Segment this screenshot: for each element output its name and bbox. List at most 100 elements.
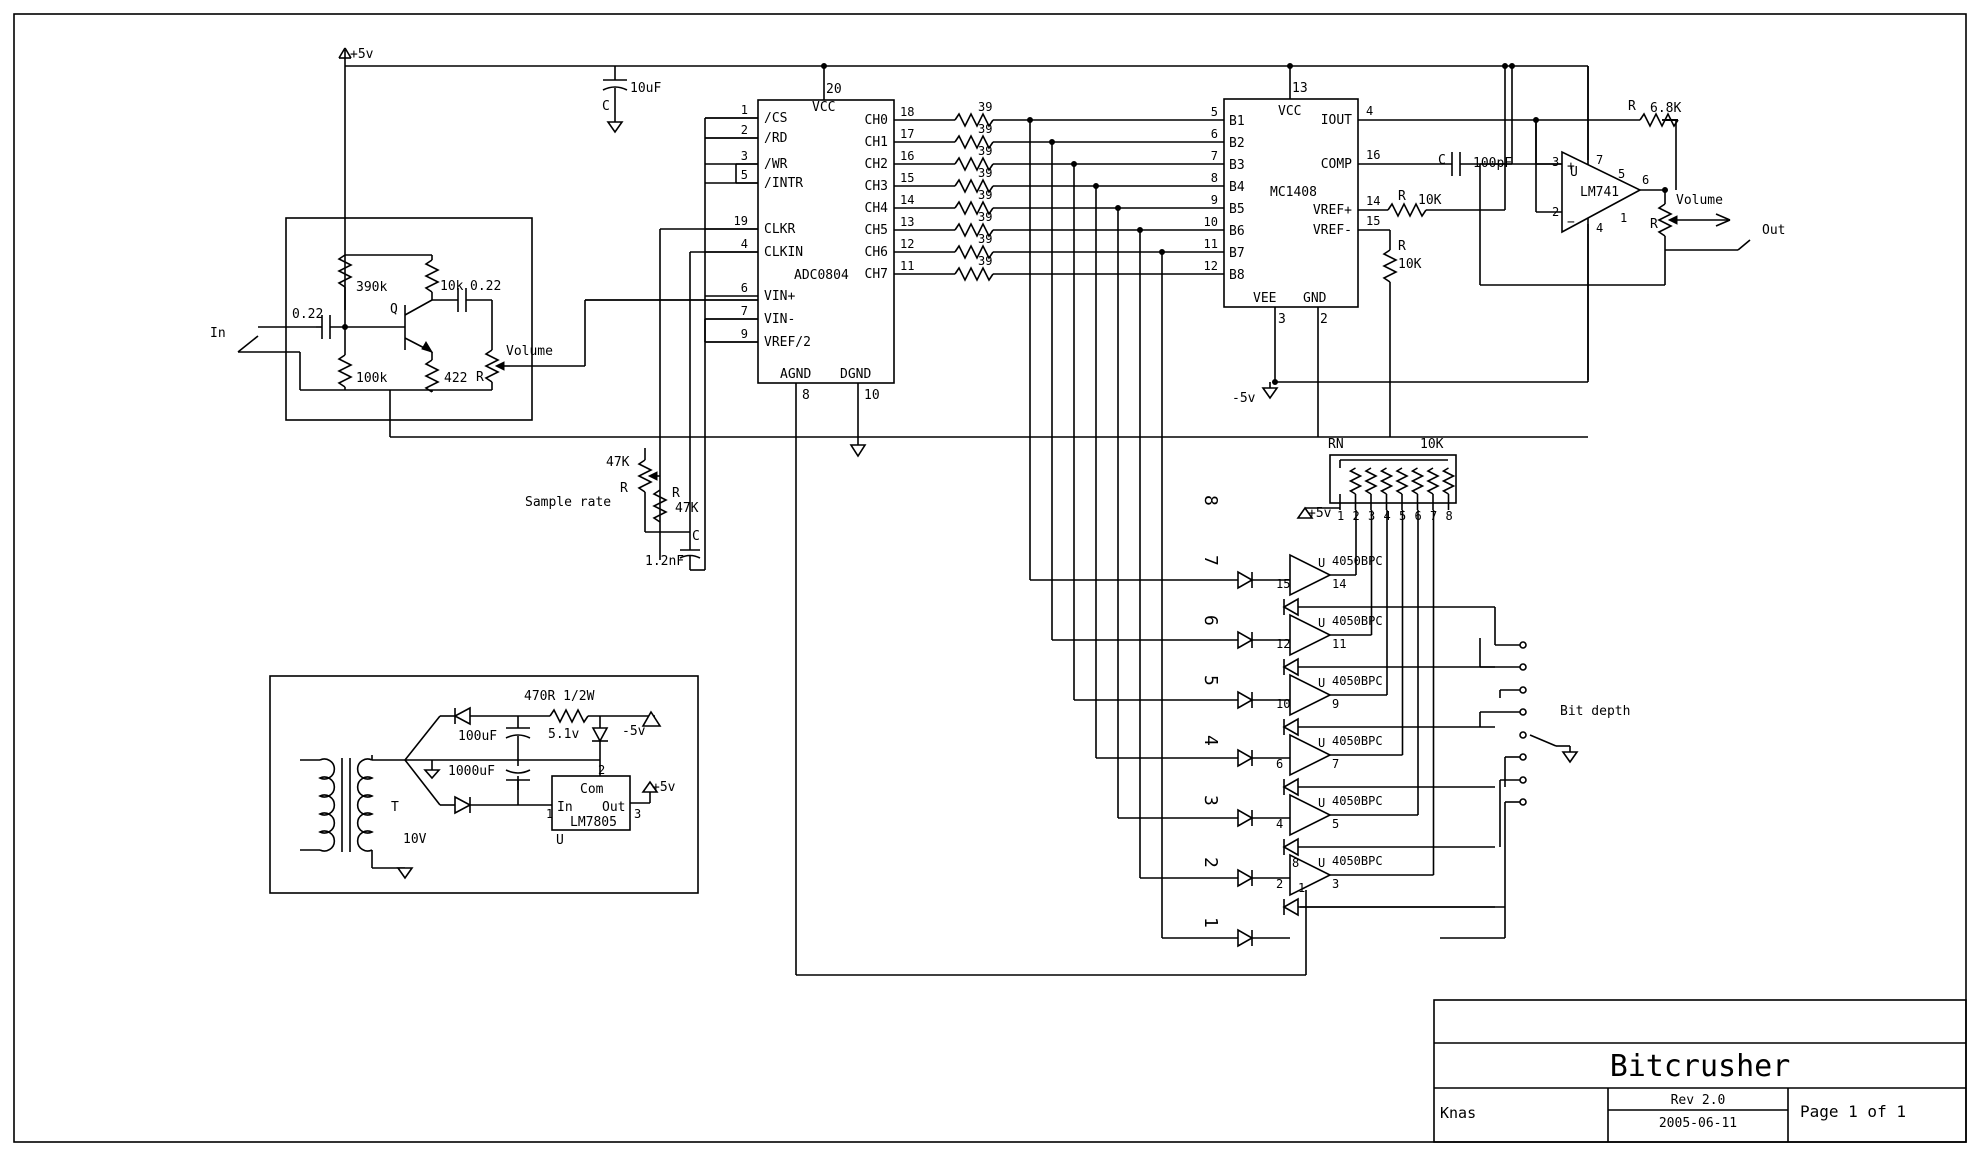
buffer-out-pin: 5: [1332, 817, 1339, 831]
dac-pin-name: B2: [1229, 136, 1245, 151]
diode: [1237, 690, 1254, 710]
adc-vcc-pin: 20: [826, 82, 842, 97]
adc-agnd-pin: 8: [802, 388, 810, 403]
cap-10uf-ref: C: [602, 99, 610, 114]
vref-r-ref: R: [1398, 189, 1406, 204]
dac-gnd-pin: 2: [1320, 312, 1328, 327]
bit-number: 8: [1200, 495, 1221, 506]
buffer-name: 4050BPC: [1332, 674, 1383, 688]
adc-ch-name: CH1: [865, 135, 888, 150]
vcc-label: +5v: [350, 47, 374, 62]
reg-out: Out: [602, 800, 625, 815]
buffer-in-pin: 4: [1276, 817, 1283, 831]
resistor-39: [954, 222, 994, 238]
dac-right-pin-name: IOUT: [1321, 113, 1352, 128]
adc-ch-number: 17: [900, 127, 914, 141]
buffer-gate: [1289, 673, 1332, 717]
resistor-39: [954, 156, 994, 172]
opamp-pin-3: 3: [1552, 155, 1559, 169]
cap-12nf-ref: C: [692, 529, 700, 544]
adc-pin-number: 5: [741, 168, 748, 182]
resistor-39: [954, 266, 994, 282]
buffer-in-pin: 12: [1276, 637, 1290, 651]
adc-pin-number: 7: [741, 304, 748, 318]
adc-control-wiring: 47K R Sample rate R 47K C 1.2nF: [525, 117, 758, 571]
buffer-in-pin: 10: [1276, 697, 1290, 711]
buffer-out-pin: 9: [1332, 697, 1339, 711]
dac-right-pin-number: 16: [1366, 148, 1380, 162]
dac-pin-number: 5: [1211, 105, 1218, 119]
switch-contact: [1519, 641, 1527, 649]
dac-right-pin-name: VREF-: [1313, 223, 1352, 238]
reg-ref: U: [556, 833, 564, 848]
decoupling-cap-10uf: 10uF C: [602, 66, 661, 134]
resistor-39-value: 39: [978, 166, 992, 180]
rn-pin-number: 1: [1337, 509, 1344, 523]
buffer-ref: U: [1318, 856, 1325, 870]
dac-right-pin-number: 14: [1366, 194, 1380, 208]
dac-pin-name: B6: [1229, 224, 1245, 239]
adc-pin-name: VIN-: [764, 312, 795, 327]
mc1408-chip: VCC 13 MC1408 VEE GND 3 2 -5v: [1223, 63, 1588, 437]
dac-vee: VEE: [1253, 291, 1276, 306]
adc-ch-name: CH6: [865, 245, 888, 260]
rn-pin-number: 8: [1446, 509, 1453, 523]
adc-dgnd: DGND: [840, 367, 871, 382]
opamp-pin-4: 4: [1596, 221, 1603, 235]
neg5v-label: -5v: [1232, 391, 1256, 406]
opamp-name: LM741: [1580, 185, 1619, 200]
cap-022-in: 0.22: [292, 307, 323, 322]
psu-zener: 5.1v: [548, 727, 579, 742]
resistor-39-value: 39: [978, 144, 992, 158]
page-number: Page 1 of 1: [1800, 1102, 1906, 1121]
switch-contact: [1519, 708, 1527, 716]
out-volume-label: Volume: [1676, 193, 1723, 208]
dac-pin-number: 8: [1211, 171, 1218, 185]
clamp-diode: [1282, 657, 1299, 677]
buffer-gate: [1289, 853, 1332, 897]
buffer-ref: U: [1318, 616, 1325, 630]
clamp-diode: [1282, 717, 1299, 737]
reg-com: Com: [580, 782, 604, 797]
buffer-vdd-pin: 8: [1292, 856, 1299, 870]
resistor-39-value: 39: [978, 232, 992, 246]
out-pot-ref: R: [1650, 217, 1658, 232]
input-preamp: In 0.22 390k 100k Q 10k: [210, 217, 1588, 438]
buffer-gate: [1289, 553, 1332, 597]
title: Bitcrusher: [1610, 1049, 1791, 1084]
psu-10v: 10V: [403, 832, 427, 847]
buffer-ref: U: [1318, 556, 1325, 570]
adc-ch-number: 11: [900, 259, 914, 273]
clamp-diode: [1282, 837, 1299, 857]
cap-10uf-value: 10uF: [630, 81, 661, 96]
opamp-pin-2: 2: [1552, 205, 1559, 219]
adc-pin-number: 3: [741, 149, 748, 163]
r68k-ref: R: [1628, 99, 1636, 114]
bit-number: 4: [1200, 735, 1221, 746]
reg-pin-1: 1: [546, 807, 553, 821]
psu-r: 470R 1/2W: [524, 689, 595, 704]
buffer-in-pin: 15: [1276, 577, 1290, 591]
bit-depth-switch[interactable]: Bit depth: [1300, 607, 1630, 939]
adc-ch-name: CH2: [865, 157, 888, 172]
psu-c1: 100uF: [458, 729, 497, 744]
buffer-name: 4050BPC: [1332, 614, 1383, 628]
adc-pin-number: 1: [741, 103, 748, 117]
adc-pin-name: /INTR: [764, 176, 803, 191]
clamp-diode: [1282, 897, 1299, 917]
dac-right-pin-name: COMP: [1321, 157, 1352, 172]
buffer-ref: U: [1318, 796, 1325, 810]
opamp-pin-6: 6: [1642, 173, 1649, 187]
r-68k-label: 6.8K: [1650, 101, 1681, 116]
opamp-minus: −: [1567, 215, 1575, 230]
diode: [1237, 868, 1254, 888]
dac-pin-number: 10: [1204, 215, 1218, 229]
r-100k-label: 100k: [356, 371, 387, 386]
adc-ch-number: 12: [900, 237, 914, 251]
adc-pin-number: 6: [741, 281, 748, 295]
